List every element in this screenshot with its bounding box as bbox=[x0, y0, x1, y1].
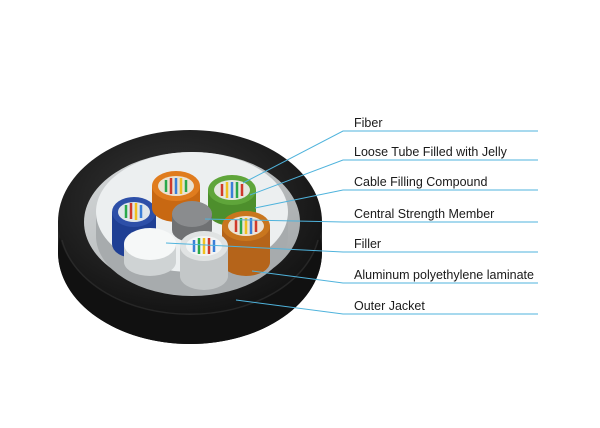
leader-line-strength-member bbox=[204, 218, 538, 223]
label-laminate: Aluminum polyethylene laminate bbox=[354, 268, 534, 282]
loose-tube-white bbox=[180, 231, 228, 290]
label-outer-jacket: Outer Jacket bbox=[354, 299, 425, 313]
label-loose-tube: Loose Tube Filled with Jelly bbox=[354, 145, 507, 159]
label-filler: Filler bbox=[354, 237, 382, 251]
jacket-rib bbox=[61, 239, 319, 315]
leader-line-loose-tube bbox=[249, 159, 538, 196]
leader-line-filler bbox=[165, 242, 538, 253]
label-strength-member: Central Strength Member bbox=[354, 207, 495, 221]
central-strength-member bbox=[172, 201, 212, 242]
filler-rod bbox=[124, 228, 176, 276]
loose-tube-brown bbox=[222, 211, 270, 276]
leader-line-laminate bbox=[251, 270, 538, 284]
leader-line-outer-jacket bbox=[235, 299, 538, 315]
label-filling-compound: Cable Filling Compound bbox=[354, 175, 488, 189]
label-fiber: Fiber bbox=[354, 116, 383, 130]
leader-line-fiber bbox=[242, 130, 538, 184]
leader-line-filling-compound bbox=[254, 189, 538, 209]
leader-lines bbox=[165, 130, 538, 315]
